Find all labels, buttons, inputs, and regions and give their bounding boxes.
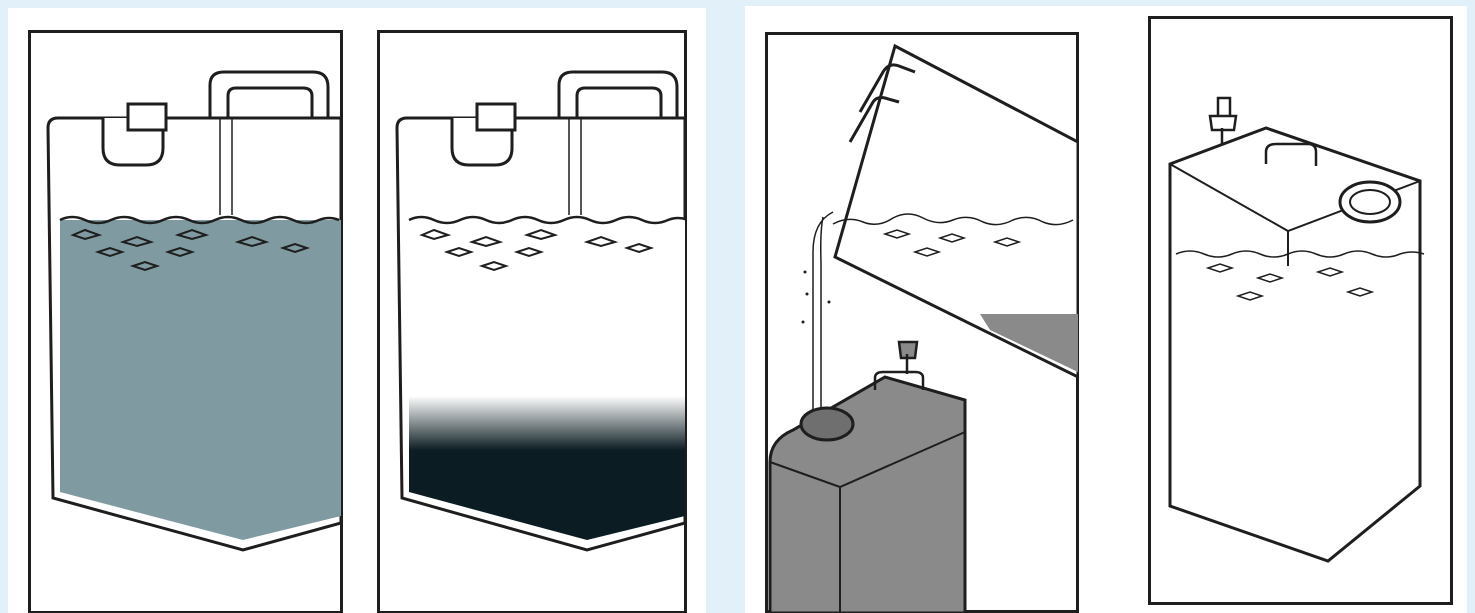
water-droplets [802,271,831,324]
decanting-drawing [765,32,1079,613]
container-handle [210,72,328,118]
panel-turbid-water [28,30,343,613]
spout-cap [477,104,515,130]
receiving-container-opening [801,408,853,440]
sediment-container-drawing [377,30,687,613]
vent-cap [1210,98,1236,144]
container-handle [559,72,677,118]
panel-sediment-settled [377,30,687,613]
spout-cap [128,104,166,130]
panel-decanting [765,32,1079,613]
clear-water-container-drawing [1148,16,1453,605]
vent-cap [899,342,917,374]
panel-clear-water [1148,16,1453,605]
sediment-layer [409,220,685,540]
turbid-water-container-drawing [28,30,343,613]
pouring-stream [813,212,833,417]
settled-sediment [980,314,1078,372]
turbid-water [60,220,341,540]
receiving-container [770,377,965,613]
